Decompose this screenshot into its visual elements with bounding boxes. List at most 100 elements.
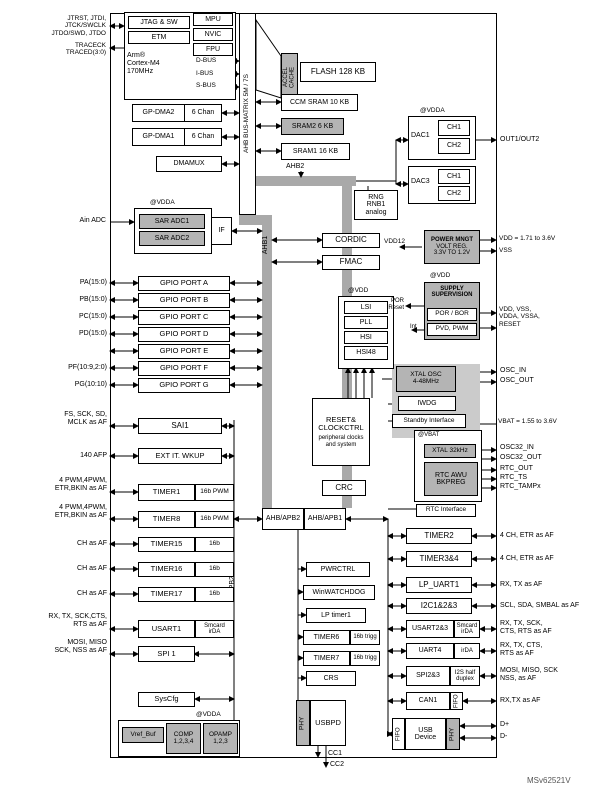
ahb-bus-matrix: AHB BUS-MATRIX 5M / 7S: [239, 13, 256, 215]
pvd-box: PVD, PWM: [427, 323, 477, 336]
pin-label-rtcout: RTC_OUT: [500, 465, 533, 472]
timer1-box: TIMER1: [138, 484, 195, 501]
can1-box: CAN1: [406, 692, 450, 710]
dac3-label: DAC3: [411, 178, 430, 185]
power-mngt-body: VOLT REG. 3.3V TO 1.2V: [433, 243, 471, 257]
spi23-box: SPI2&3: [406, 666, 450, 686]
xtal32-box: XTAL 32kHz: [424, 444, 476, 458]
pin-label-lpuart: RX, TX as AF: [500, 581, 543, 588]
chip-outline: [110, 13, 497, 758]
ccm-sram-box: CCM SRAM 10 KB: [281, 94, 358, 111]
dmamux-box: DMAMUX: [156, 156, 222, 172]
gp-dma1-chan-box: 6 Chan: [184, 128, 222, 146]
pin-label-pf: PF(10:9,2:0): [68, 364, 107, 371]
timer15-box: TIMER15: [138, 537, 195, 552]
core-label: Arm® Cortex-M4 170MHz: [127, 52, 160, 76]
crc-box: CRC: [322, 480, 366, 496]
fpu-box: FPU: [193, 43, 233, 56]
pin-label-usart1: RX, TX, SCK,CTS, RTS as AF: [48, 613, 107, 629]
dac1-label: DAC1: [411, 132, 430, 139]
can1-fifo-tag: FIFO: [450, 692, 463, 710]
pin-label-usart23: RX, TX, SCK, CTS, RTS as AF: [500, 620, 552, 636]
pin-label-extit: 140 AFP: [80, 452, 107, 459]
etm-box: ETM: [128, 31, 190, 44]
wwdg-box: WinWATCHDOG: [303, 585, 375, 600]
power-mngt-box: POWER MNGT VOLT REG. 3.3V TO 1.2V: [424, 230, 480, 264]
gpio-port-e-box: GPIO PORT E: [138, 344, 230, 359]
pin-label-can1: RX,TX as AF: [500, 697, 541, 704]
pin-label-ain-adc: Ain ADC: [79, 217, 106, 224]
pin-label-pd: PD(15:0): [78, 330, 107, 337]
opamp-box: OPAMP 1,2,3: [203, 723, 238, 754]
gpio-port-a-box: GPIO PORT A: [138, 276, 230, 291]
timer6-box: TIMER6: [303, 630, 350, 645]
pin-label-oscin: OSC_IN: [500, 367, 527, 374]
usb-fifo-tag: FIFO: [392, 718, 405, 750]
timer2-box: TIMER2: [406, 528, 472, 544]
comp-box: COMP 1,2,3,4: [166, 723, 201, 754]
usb-device-box: USB Device: [405, 718, 446, 750]
gpio-port-c-box: GPIO PORT C: [138, 310, 230, 325]
supply-supervision-title: SUPPLY SUPERVISION: [431, 286, 473, 299]
timer16-box: TIMER16: [138, 562, 195, 577]
gp-dma2-chan-box: 6 Chan: [184, 104, 222, 122]
usbpd-box: USBPD: [310, 700, 346, 746]
sar-adc1-box: SAR ADC1: [139, 214, 205, 229]
pin-label-pa: PA(15:0): [79, 279, 107, 286]
timer17-box: TIMER17: [138, 587, 195, 602]
timer1-pwm-tag: 16b PWM: [195, 484, 234, 501]
sbus-label: S-BUS: [196, 82, 216, 89]
reset-clockctrl-box: RESET& CLOCKCTRL peripheral clocks and s…: [312, 398, 370, 466]
pin-label-rtctamp: RTC_TAMPx: [500, 483, 541, 490]
uart4-irda-tag: irDA: [454, 643, 480, 659]
figure-reference: MSv62521V: [527, 776, 571, 785]
sram2-box: SRAM2 6 KB: [281, 118, 344, 135]
i2c-box: I2C1&2&3: [406, 598, 472, 614]
pin-label-vbat: VBAT = 1.55 to 3.6V: [498, 418, 557, 425]
spi23-i2s-tag: I2S half duplex: [450, 666, 480, 686]
pin-label-cc2: CC2: [330, 761, 345, 768]
dac1-ch2-box: CH2: [438, 138, 470, 154]
dac3-ch1-box: CH1: [438, 169, 470, 184]
usart23-box: USART2&3: [406, 620, 454, 638]
gpio-port-b-box: GPIO PORT B: [138, 293, 230, 308]
power-mngt-title: POWER MNGT: [431, 237, 473, 244]
supply-vdd-label: @VDD: [430, 272, 451, 279]
spi1-box: SPI 1: [138, 646, 195, 662]
pin-label-spi23: MOSI, MISO, SCK NSS, as AF: [500, 667, 558, 683]
pin-label-pb: PB(15:0): [79, 296, 107, 303]
pin-label-rtcts: RTC_TS: [500, 474, 528, 481]
gpio-port-d-box: GPIO PORT D: [138, 327, 230, 342]
ahb-apb1-bridge: AHB/APB1: [304, 508, 346, 530]
iwdg-box: IWDG: [398, 396, 456, 411]
pin-label-trace: TRACECK TRACED(3:0): [65, 42, 106, 57]
pin-label-supply: VDD, VSS, VDDA, VSSA, RESET: [499, 306, 540, 328]
adc-vdda-label: @VDDA: [150, 199, 175, 206]
pin-label-timer8: 4 PWM,4PWM, ETR,BKIN as AF: [54, 504, 107, 520]
pin-label-vdd: VDD = 1.71 to 3.6V: [499, 235, 556, 242]
uart4-box: UART4: [406, 643, 454, 659]
bidirectional-connectors: [109, 23, 497, 741]
xtal-osc-box: XTAL OSC 4-48MHz: [396, 366, 456, 392]
pin-label-cc1: CC1: [328, 750, 343, 757]
pin-label-pg: PG(10:10): [74, 381, 107, 388]
crs-box: CRS: [306, 671, 356, 686]
timer6-trig-tag: 16b trigg: [350, 630, 380, 645]
timer7-trig-tag: 16b trigg: [350, 651, 380, 666]
pin-label-pc: PC(15:0): [78, 313, 107, 320]
pll-box: PLL: [344, 316, 388, 329]
pin-label-uart4: RX, TX, CTS, RTS as AF: [500, 642, 543, 658]
pwrctrl-box: PWRCTRL: [306, 562, 370, 577]
dac1-ch1-box: CH1: [438, 120, 470, 136]
pin-label-timer34: 4 CH, ETR as AF: [500, 555, 554, 562]
ahb2-bus-label: AHB2: [286, 163, 305, 170]
hsi-box: HSI: [344, 331, 388, 344]
sai1-box: SAI1: [138, 418, 222, 434]
pin-label-jtag: JTRST, JTDI, JTCK/SWCLK JTDO/SWD, JTDO: [51, 15, 106, 37]
rtc-interface-box: RTC Interface: [416, 504, 476, 517]
flash-box: FLASH 128 KB: [300, 62, 376, 82]
pin-label-osc32out: OSC32_OUT: [500, 454, 542, 461]
timer17-16b-tag: 16b: [195, 587, 234, 602]
timer16-16b-tag: 16b: [195, 562, 234, 577]
